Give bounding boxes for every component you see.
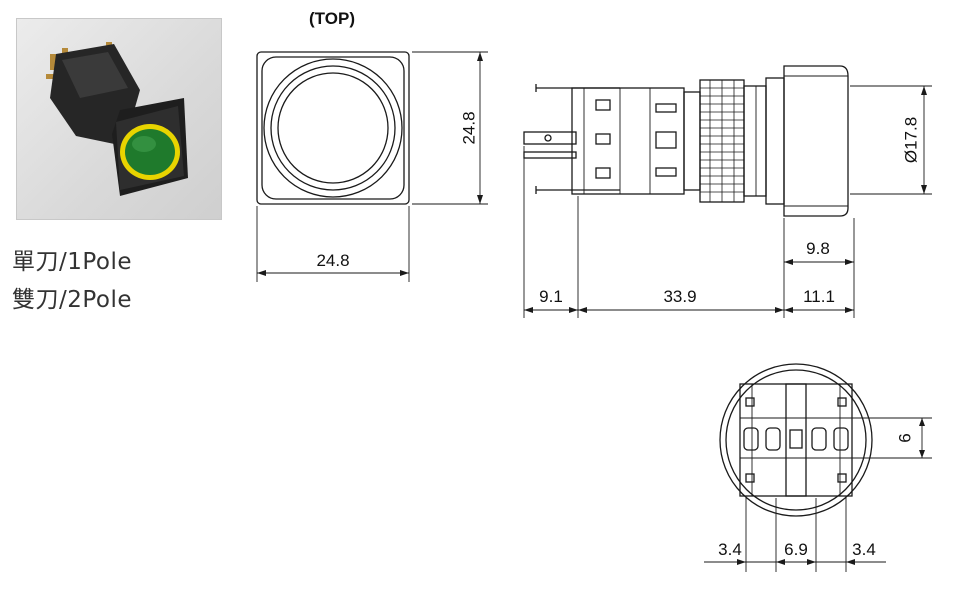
dim-11-1: 11.1 — [803, 287, 835, 306]
rear-terminal — [765, 427, 781, 451]
pole-label-double: 雙刀/2Pole — [12, 287, 133, 313]
dim-9-8: 9.8 — [806, 239, 830, 258]
top-view-lens-circle — [277, 72, 389, 184]
dim-9-1: 9.1 — [539, 287, 563, 306]
top-view-outer-square — [256, 51, 410, 205]
top-view-bezel-circle — [263, 58, 403, 198]
terminal-pin — [46, 74, 56, 79]
rear-terminal — [811, 427, 827, 451]
dim-3-4-left: 3.4 — [718, 540, 742, 559]
product-photo — [16, 18, 222, 220]
housing-slot — [655, 167, 677, 177]
dim-6-9: 6.9 — [784, 540, 808, 559]
pole-label-single: 單刀/1Pole — [12, 249, 133, 275]
lens-highlight — [132, 136, 156, 152]
terminal-pin — [50, 54, 56, 70]
panel-washer — [743, 85, 767, 197]
rear-terminal — [743, 427, 759, 451]
top-view-width-dim: 24.8 — [316, 251, 349, 270]
rear-center-terminal — [789, 429, 803, 449]
terminal-blade — [523, 151, 577, 159]
rear-terminal — [833, 427, 849, 451]
rear-pin — [837, 397, 847, 407]
rear-pin — [745, 397, 755, 407]
pushbutton-switch-photo — [46, 42, 188, 196]
rear-view-inner-circle — [725, 369, 867, 511]
mount-collar — [683, 91, 701, 191]
diameter-dim: Ø17.8 — [901, 117, 920, 163]
dim-6: 6 — [895, 433, 914, 442]
panel-flange — [765, 77, 785, 205]
housing-window — [595, 133, 611, 145]
rear-pin — [745, 473, 755, 483]
knurl-pattern — [700, 80, 744, 202]
terminal-blade — [523, 131, 577, 145]
dim-arrowheads — [919, 418, 925, 458]
top-view-label: (TOP) — [309, 9, 355, 28]
rear-view-housing — [739, 383, 853, 497]
dim-3-4-right: 3.4 — [852, 540, 876, 559]
rear-pin — [837, 473, 847, 483]
dim-33-9: 33.9 — [663, 287, 696, 306]
rear-view-outer-circle — [719, 363, 873, 517]
top-view-height-dim: 24.8 — [459, 111, 478, 144]
terminal-hole — [544, 134, 552, 142]
top-view-ring-circle — [270, 65, 396, 191]
housing-slot — [655, 103, 677, 113]
housing-window — [595, 99, 611, 111]
housing-window — [595, 167, 611, 179]
button-cap — [783, 65, 849, 217]
switch-body-top — [62, 52, 128, 98]
top-view-inner-square — [261, 56, 405, 200]
housing-slot — [655, 131, 677, 149]
dim-arrowheads — [524, 307, 854, 313]
rear-center-rib — [785, 383, 807, 497]
